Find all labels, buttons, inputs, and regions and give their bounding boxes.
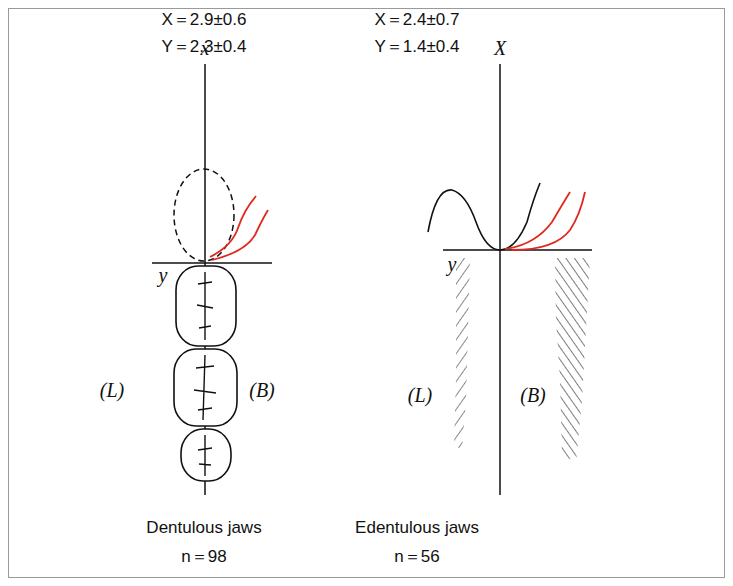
axis-label: x (199, 37, 212, 60)
axis-label: y (446, 253, 459, 276)
sample-size: n＝56 (392, 547, 441, 567)
side-label: (B) (518, 384, 548, 407)
side-label: (L) (98, 379, 126, 402)
sample-size: n＝98 (179, 547, 228, 567)
measurement-value: X＝2.9±0.6 (160, 10, 249, 30)
measurement-value: X＝2.4±0.7 (373, 10, 462, 30)
axis-label: y (157, 264, 170, 287)
side-label: (B) (247, 379, 277, 402)
axis-label: X (492, 37, 508, 60)
side-label: (L) (406, 384, 434, 407)
measurement-value: Y＝1.4±0.4 (373, 37, 462, 57)
panel-caption: Edentulous jaws (353, 518, 481, 538)
panel-caption: Dentulous jaws (144, 518, 263, 538)
